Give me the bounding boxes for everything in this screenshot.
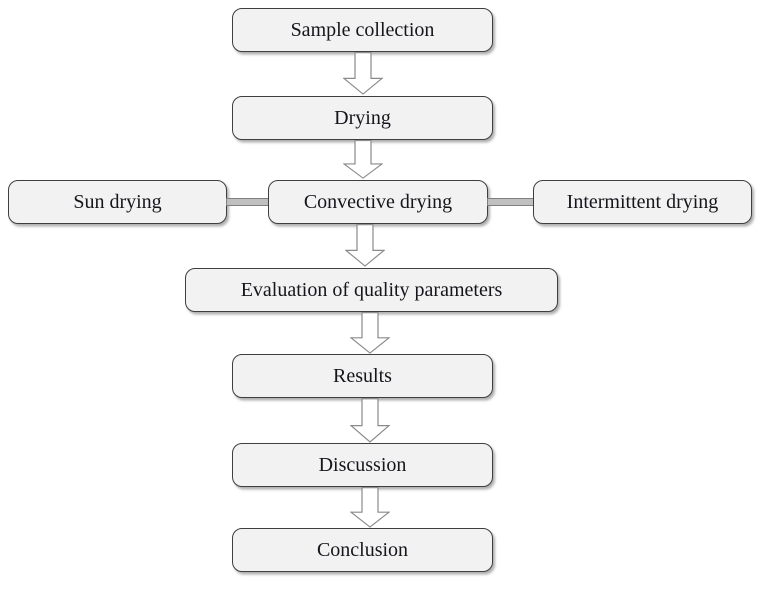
down-arrow-icon [343, 140, 383, 179]
node-discussion: Discussion [232, 443, 493, 487]
down-arrow-icon [350, 487, 390, 528]
node-results: Results [232, 354, 493, 398]
node-intermittent-drying: Intermittent drying [533, 180, 752, 224]
node-evaluation-label: Evaluation of quality parameters [240, 278, 503, 301]
node-intermittent-drying-label: Intermittent drying [566, 190, 719, 213]
node-drying: Drying [232, 96, 493, 140]
node-results-label: Results [333, 364, 392, 387]
node-conclusion-label: Conclusion [316, 538, 409, 561]
node-sun-drying: Sun drying [8, 180, 227, 224]
node-convective-drying-label: Convective drying [303, 190, 453, 213]
node-discussion-label: Discussion [318, 453, 407, 476]
node-sun-drying-label: Sun drying [73, 190, 162, 213]
node-evaluation: Evaluation of quality parameters [185, 268, 558, 312]
connector-sun-to-convective [226, 198, 269, 206]
down-arrow-icon [343, 52, 383, 95]
node-convective-drying: Convective drying [268, 180, 488, 224]
connector-convective-to-intermittent [487, 198, 534, 206]
node-sample-collection-label: Sample collection [290, 18, 435, 41]
down-arrow-icon [345, 224, 385, 267]
down-arrow-icon [350, 312, 390, 354]
down-arrow-icon [350, 398, 390, 443]
node-conclusion: Conclusion [232, 528, 493, 572]
node-sample-collection: Sample collection [232, 8, 493, 52]
node-drying-label: Drying [334, 106, 391, 129]
